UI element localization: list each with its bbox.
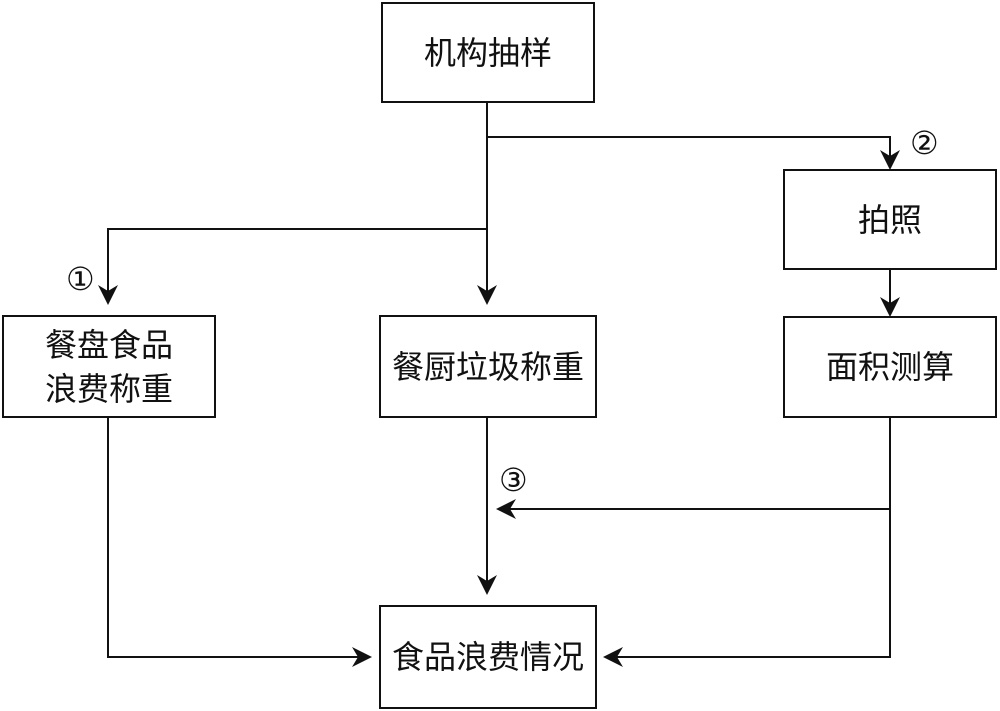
connector-to-photo	[487, 136, 900, 170]
connector-to-tray-waste	[98, 228, 487, 305]
node-photo-label: 拍照	[857, 200, 922, 239]
node-photo: 拍照	[783, 169, 997, 270]
marker-3: ③	[499, 461, 528, 499]
marker-2: ②	[910, 124, 939, 162]
node-kitchen-waste: 餐厨垃圾称重	[379, 315, 597, 418]
node-tray-waste: 餐盘食品 浪费称重	[2, 315, 216, 418]
node-tray-waste-line1: 餐盘食品	[44, 325, 173, 364]
node-kitchen-waste-label: 餐厨垃圾称重	[391, 347, 584, 386]
node-sampling: 机构抽样	[381, 2, 595, 103]
node-area-label: 面积测算	[825, 348, 954, 386]
node-result-label: 食品浪费情况	[391, 638, 584, 676]
connector-tray-to-result	[107, 418, 372, 667]
node-area: 面积测算	[783, 316, 997, 418]
node-tray-waste-line2: 浪费称重	[44, 369, 173, 408]
connector-area-to-result	[603, 509, 891, 667]
connector-area-to-kitchen-line	[496, 418, 891, 519]
marker-1: ①	[66, 260, 95, 298]
node-result: 食品浪费情况	[379, 605, 597, 709]
node-sampling-label: 机构抽样	[423, 33, 552, 72]
